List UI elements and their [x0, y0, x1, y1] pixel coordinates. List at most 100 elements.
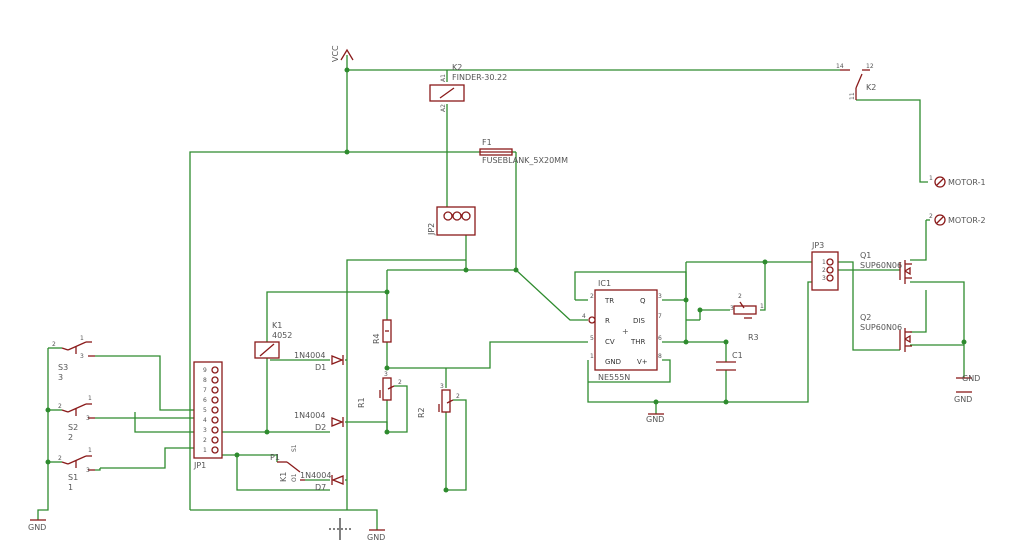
jp1-pins	[211, 366, 219, 454]
jumper-jp3: 1 2 3 JP3	[811, 241, 839, 291]
r3-pin3: 3	[730, 305, 734, 312]
ic1-ne555: IC1 NE555N TR Q R DIS CV THR GND V+ + 2 …	[582, 279, 662, 382]
s1-pin3: 3	[86, 467, 90, 474]
jp1-pin8: 8	[203, 377, 207, 384]
ic1-pin3: 3	[658, 293, 662, 300]
k2-a2: A2	[440, 104, 447, 112]
ic1-gnd: GND	[605, 358, 621, 366]
k1-contact: P1 S1 O1 K1	[270, 444, 305, 482]
switch-s1: 2 1 3 S1 1	[58, 447, 95, 492]
ic1-thr: THR	[630, 338, 646, 346]
r2-pin2: 2	[456, 393, 460, 400]
header-jp1: 9 8 7 6 5 4 3 2 1 JP1	[193, 361, 223, 470]
ic1-vplus: V+	[637, 358, 648, 366]
mosfet-q2: Q2 SUP60N06	[860, 313, 912, 352]
s1-name: S1	[68, 473, 78, 482]
potentiometer-r3: 2 3 1 R3	[730, 293, 764, 342]
s1-pin2: 2	[58, 455, 62, 462]
f1-value: FUSEBLANK_5X20MM	[482, 156, 568, 165]
crosshair-cursor-icon	[329, 518, 351, 540]
ic1-pin8: 8	[658, 353, 662, 360]
vcc-label: VCC	[331, 45, 340, 62]
r2-label: R2	[417, 407, 426, 418]
d2-name: D2	[315, 423, 326, 432]
motor2-label: MOTOR-2	[948, 216, 986, 225]
k2-value: FINDER-30.22	[452, 73, 507, 82]
r3-pin2: 2	[738, 293, 742, 300]
q1-value: SUP60N06	[860, 261, 902, 270]
d7-name: D7	[315, 483, 326, 492]
ic1-pin2: 2	[590, 293, 594, 300]
jp2-label: JP2	[427, 223, 436, 236]
k2-relay-coil: K2 FINDER-30.22 A1 A2	[429, 63, 507, 112]
ic1-pin4: 4	[582, 313, 586, 320]
ic1-dis: DIS	[633, 317, 645, 325]
gnd-left-label: GND	[28, 523, 46, 532]
fuse-f1: F1 FUSEBLANK_5X20MM	[479, 138, 568, 165]
r4-label: R4	[372, 333, 381, 344]
wires	[37, 55, 965, 530]
jp1-label: JP1	[193, 461, 206, 470]
gnd-ic: GND	[646, 413, 664, 424]
potentiometer-r1: 3 2 R1	[357, 371, 402, 408]
ic1-value: NE555N	[598, 373, 630, 382]
q1-name: Q1	[860, 251, 871, 260]
d7-value: 1N4004	[300, 471, 331, 480]
k1-contact-label: K1	[279, 472, 288, 482]
jp1-pin5: 5	[203, 407, 207, 414]
jp1-pin9: 9	[203, 367, 207, 374]
motor2-pin: 2	[929, 213, 933, 220]
gnd-left: GND	[28, 519, 46, 532]
f1-name: F1	[482, 138, 492, 147]
k2-name: K2	[452, 63, 462, 72]
r1-label: R1	[357, 397, 366, 408]
d2-value: 1N4004	[294, 411, 325, 420]
jp3-label: JP3	[811, 241, 824, 250]
d1-name: D1	[315, 363, 326, 372]
gnd-right: GND GND	[954, 374, 980, 404]
c1-label: C1	[732, 351, 743, 360]
ic1-name: IC1	[598, 279, 611, 288]
ic1-pin5: 5	[590, 335, 594, 342]
s3-pin2: 2	[52, 341, 56, 348]
resistor-r4: R4	[372, 319, 392, 344]
s2-pin1: 1	[88, 395, 92, 402]
gnd-ic-label: GND	[646, 415, 664, 424]
s1-value: 1	[68, 483, 73, 492]
jp1-pin1: 1	[203, 447, 207, 454]
mosfet-q1: Q1 SUP60N06	[860, 251, 912, 284]
jp1-pin4: 4	[203, 417, 207, 424]
jp1-pin6: 6	[203, 397, 207, 404]
k1-pin-o1: O1	[291, 473, 298, 482]
s2-name: S2	[68, 423, 78, 432]
s3-value: 3	[58, 373, 63, 382]
gnd-right-label: GND	[962, 374, 980, 383]
q2-value: SUP60N06	[860, 323, 902, 332]
diode-d2: 1N4004 D2	[294, 411, 344, 432]
diode-d1: 1N4004 D1	[294, 351, 344, 372]
gnd-bottom: GND	[367, 529, 385, 542]
ic1-q: Q	[640, 297, 646, 305]
motor-2-terminal: 2 MOTOR-2	[929, 213, 986, 226]
k1-value: 4052	[272, 331, 292, 340]
motor1-label: MOTOR-1	[948, 178, 986, 187]
q2-name: Q2	[860, 313, 871, 322]
motor-1-terminal: 1 MOTOR-1	[929, 175, 986, 188]
k2-a1: A1	[440, 74, 447, 82]
switch-s3: 2 1 3 S3 3	[52, 335, 95, 382]
diode-d7: 1N4004 D7	[300, 471, 344, 492]
p1-label: P1	[270, 453, 280, 462]
ic1-pin7: 7	[658, 313, 662, 320]
k2-pin11: 11	[849, 92, 856, 100]
ic1-r: R	[605, 317, 610, 325]
s2-pin2: 2	[58, 403, 62, 410]
jumper-jp2: JP2	[427, 206, 476, 236]
s3-pin1: 1	[80, 335, 84, 342]
vcc-symbol: VCC	[331, 45, 354, 62]
jp3-pin1: 1	[822, 259, 826, 266]
k1-pin-s1: S1	[291, 444, 298, 452]
r1-pin2: 2	[398, 379, 402, 386]
gnd-bottom-label: GND	[367, 533, 385, 542]
ic1-tr: TR	[604, 297, 614, 305]
